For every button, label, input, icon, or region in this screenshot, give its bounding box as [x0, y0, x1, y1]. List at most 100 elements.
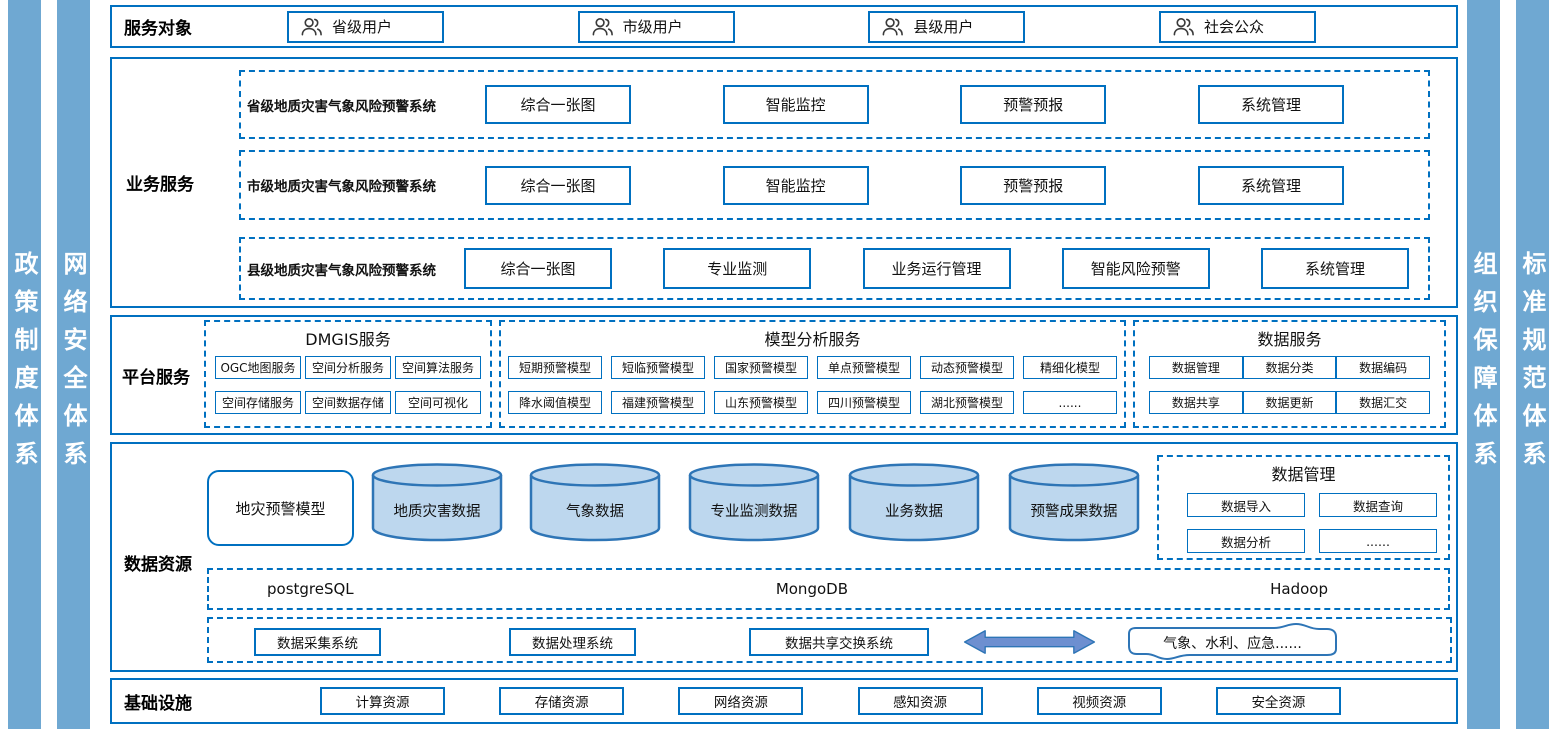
sidebar-label: 网络安全体系 — [59, 250, 87, 479]
sidebar-label: 标准规范体系 — [1518, 250, 1546, 479]
service-box: 四川预警模型 — [817, 391, 911, 414]
system-group-label: 省级地质灾害气象风险预警系统 — [247, 98, 436, 115]
module-box: 综合一张图 — [485, 165, 631, 205]
database-hadoop: Hadoop — [1270, 580, 1328, 598]
module-box: 综合一张图 — [464, 248, 612, 289]
user-box-label: 县级用户 — [913, 18, 974, 36]
cylinder-label: 专业监测数据 — [710, 504, 798, 520]
system-box-collection: 数据采集系统 — [254, 628, 381, 656]
module-box: 系统管理 — [1197, 165, 1344, 205]
db-cylinder-meteorological: 气象数据 — [528, 462, 662, 546]
service-box: 短临预警模型 — [611, 356, 705, 379]
business-groups: 省级地质灾害气象风险预警系统 综合一张图 智能监控 预警预报 系统管理 市级地质… — [239, 59, 1456, 306]
cylinder-shape — [1008, 463, 1140, 542]
provincial-system-group: 省级地质灾害气象风险预警系统 综合一张图 智能监控 预警预报 系统管理 — [239, 70, 1430, 139]
resource-box-compute: 计算资源 — [320, 687, 445, 715]
dm-box-ellipsis: ...... — [1319, 529, 1437, 553]
infrastructure-section: 基础设施 计算资源 存储资源 网络资源 感知资源 视频资源 安全资源 — [110, 678, 1458, 724]
service-box: OGC地图服务 — [215, 356, 301, 379]
platform-services-section: 平台服务 DMGIS服务 OGC地图服务 空间分析服务 空间算法服务 空间存储服… — [110, 315, 1458, 435]
resource-box-network: 网络资源 — [678, 687, 804, 715]
system-group-label: 市级地质灾害气象风险预警系统 — [247, 179, 436, 195]
section-title: 服务对象 — [124, 19, 192, 39]
service-box: 数据分类 — [1242, 356, 1337, 379]
db-cylinder-geological: 地质灾害数据 — [370, 462, 504, 546]
users-icon — [1173, 18, 1194, 36]
data-resources-section: 数据资源 地灾预警模型 地质灾害数据 气象数据 专业监测数据 业务数据 预警成果… — [110, 442, 1458, 672]
sidebar-organization-guarantee-system: 组织保障体系 — [1467, 0, 1500, 729]
service-box: 数据编码 — [1336, 356, 1431, 379]
service-box: 山东预警模型 — [714, 391, 808, 414]
sidebar-label: 政策制度体系 — [10, 250, 38, 479]
service-box: 降水阈值模型 — [508, 391, 602, 414]
section-title: 基础设施 — [124, 693, 192, 714]
module-box: 智能监控 — [722, 85, 869, 124]
module-box: 系统管理 — [1197, 85, 1344, 124]
external-systems-scroll: 气象、水利、应急...... — [1126, 622, 1339, 661]
service-box: 数据更新 — [1242, 391, 1337, 414]
service-box: 空间可视化 — [395, 391, 481, 414]
cylinder-shape — [848, 463, 980, 542]
dmgis-service-group: DMGIS服务 OGC地图服务 空间分析服务 空间算法服务 空间存储服务 空间数… — [204, 320, 492, 428]
cylinder-shape — [371, 463, 503, 542]
user-box-provincial: 省级用户 — [287, 10, 444, 43]
county-system-group: 县级地质灾害气象风险预警系统 综合一张图 专业监测 业务运行管理 智能风险预警 … — [239, 237, 1430, 300]
service-objects-list: 省级用户 市级用户 县级用户 社会公众 — [282, 10, 1456, 43]
resource-box-storage: 存储资源 — [499, 687, 625, 715]
scroll-shape — [1128, 623, 1337, 660]
resource-box-sensing: 感知资源 — [857, 687, 983, 715]
cylinder-label: 气象数据 — [566, 504, 624, 520]
user-box-city: 市级用户 — [577, 10, 735, 43]
cylinder-shape — [688, 463, 820, 542]
group-title: 数据管理 — [1271, 465, 1336, 484]
db-cylinder-monitoring: 专业监测数据 — [687, 462, 821, 546]
user-box-county: 县级用户 — [868, 10, 1026, 43]
service-box: 空间分析服务 — [305, 356, 391, 379]
sidebar-network-security-system: 网络安全体系 — [57, 0, 90, 729]
data-systems-layer: 数据采集系统 数据处理系统 数据共享交换系统 气象、水利、应急...... — [207, 617, 1452, 663]
sidebar-label: 组织保障体系 — [1469, 250, 1497, 479]
dm-box-query: 数据查询 — [1319, 493, 1437, 517]
service-box: 空间存储服务 — [215, 391, 301, 414]
module-box: 预警预报 — [960, 85, 1107, 124]
system-group-label: 县级地质灾害气象风险预警系统 — [247, 262, 436, 279]
service-box: 国家预警模型 — [714, 356, 808, 379]
module-box: 业务运行管理 — [862, 248, 1011, 289]
external-systems-label: 气象、水利、应急...... — [1163, 636, 1302, 652]
resource-box-security: 安全资源 — [1215, 687, 1341, 715]
service-box: 数据汇交 — [1336, 391, 1431, 414]
module-box: 专业监测 — [663, 248, 812, 289]
city-system-group: 市级地质灾害气象风险预警系统 综合一张图 智能监控 预警预报 系统管理 — [239, 150, 1430, 220]
user-box-public: 社会公众 — [1158, 10, 1316, 43]
cylinder-label: 业务数据 — [885, 504, 943, 520]
section-title: 业务服务 — [126, 175, 194, 195]
user-box-label: 省级用户 — [332, 18, 393, 36]
users-icon — [882, 18, 904, 36]
double-arrow-icon — [957, 628, 1102, 656]
module-box: 智能风险预警 — [1061, 248, 1210, 289]
model-analysis-service-group: 模型分析服务 短期预警模型 短临预警模型 国家预警模型 单点预警模型 动态预警模… — [499, 320, 1126, 428]
service-box-ellipsis: ...... — [1023, 391, 1117, 414]
section-title: 平台服务 — [122, 367, 190, 388]
dm-box-import: 数据导入 — [1187, 493, 1305, 517]
system-box-sharing-exchange: 数据共享交换系统 — [749, 628, 929, 656]
users-icon — [592, 18, 613, 36]
sidebar-standard-specification-system: 标准规范体系 — [1516, 0, 1549, 729]
module-box: 系统管理 — [1261, 248, 1409, 289]
resource-box-video: 视频资源 — [1036, 687, 1162, 715]
service-box: 单点预警模型 — [817, 356, 911, 379]
service-box: 空间数据存储 — [305, 391, 391, 414]
service-box: 精细化模型 — [1023, 356, 1117, 379]
sidebar-policy-system: 政策制度体系 — [8, 0, 41, 729]
data-service-group: 数据服务 数据管理 数据分类 数据编码 数据共享 数据更新 数据汇交 — [1133, 320, 1446, 428]
module-box: 智能监控 — [722, 165, 869, 205]
disaster-warning-model-box: 地灾预警模型 — [207, 470, 354, 546]
business-services-section: 业务服务 省级地质灾害气象风险预警系统 综合一张图 智能监控 预警预报 系统管理… — [110, 57, 1458, 308]
service-box: 数据管理 — [1149, 356, 1243, 379]
database-layer: postgreSQL MongoDB Hadoop — [207, 568, 1450, 610]
service-box: 空间算法服务 — [395, 356, 481, 379]
db-cylinder-warning-results: 预警成果数据 — [1007, 462, 1141, 546]
module-box: 预警预报 — [960, 165, 1107, 205]
system-box-processing: 数据处理系统 — [509, 628, 636, 656]
